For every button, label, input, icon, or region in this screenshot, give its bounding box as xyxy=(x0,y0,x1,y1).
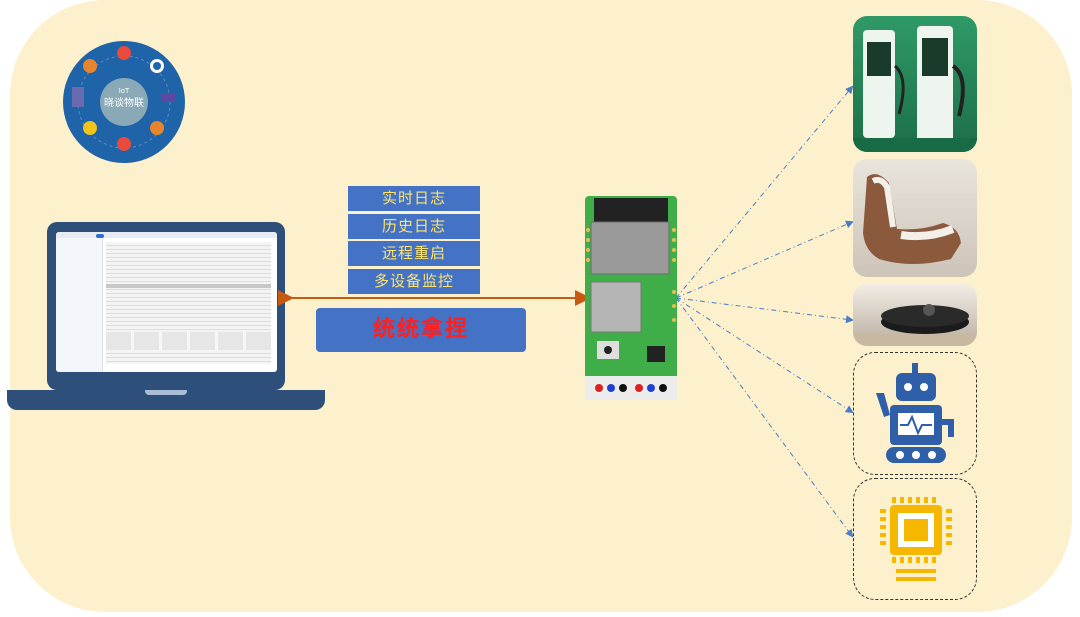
chip-card xyxy=(853,478,977,600)
massage-chair-icon xyxy=(853,159,977,277)
ev-charger-icon xyxy=(853,16,977,152)
robot-card xyxy=(853,352,977,475)
robot-vacuum-image xyxy=(853,284,977,346)
chip-icon xyxy=(868,495,964,585)
ev-charger-image xyxy=(853,16,977,152)
link-massage-chair xyxy=(676,222,852,298)
link-robot-vacuum xyxy=(676,298,852,320)
link-chip xyxy=(676,298,852,536)
massage-chair-image xyxy=(853,159,977,277)
esp32-board-icon xyxy=(585,196,677,400)
robot-vacuum-icon xyxy=(853,284,977,346)
link-robot xyxy=(676,298,852,412)
link-ev-charger xyxy=(676,87,852,298)
robot-icon xyxy=(872,363,960,465)
